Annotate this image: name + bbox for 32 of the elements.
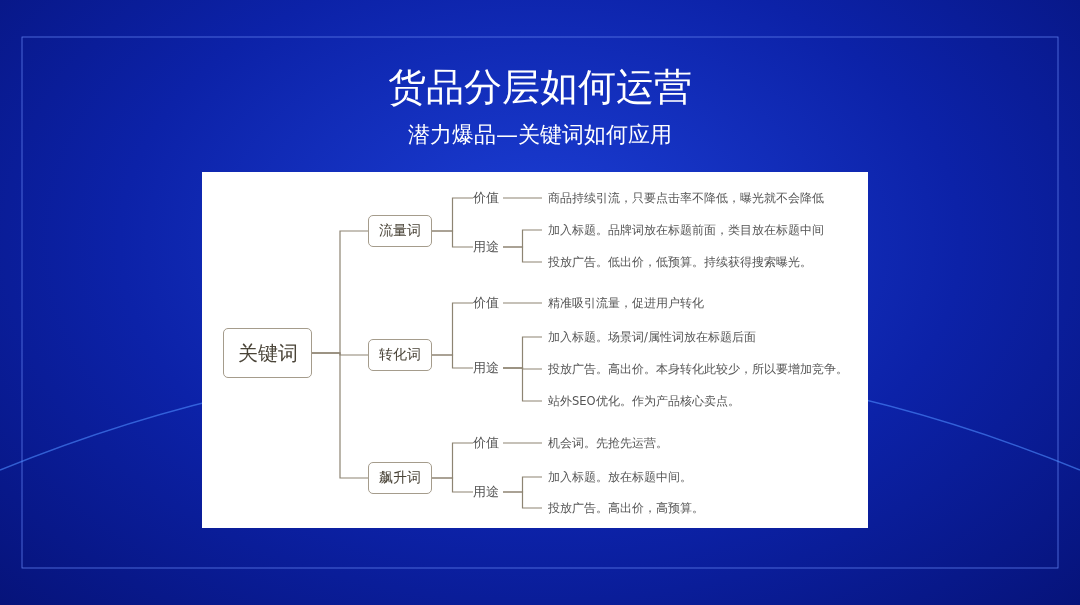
leaf-text: 商品持续引流，只要点击率不降低，曝光就不会降低 [548,189,824,207]
leaf-text: 精准吸引流量，促进用户转化 [548,294,704,312]
leaf-text: 机会词。先抢先运营。 [548,434,668,452]
branch-label: 价值 [473,189,499,207]
branch-label: 价值 [473,294,499,312]
connector-line [311,352,369,479]
subtitle: 潜力爆品—关键词如何应用 [407,121,673,149]
branch-label: 价值 [473,434,499,452]
branch-label: 用途 [473,238,499,256]
branch-box: 流量词 [368,215,432,247]
leaf-text: 投放广告。低出价，低预算。持续获得搜索曝光。 [548,253,812,271]
leaf-text: 加入标题。放在标题中间。 [548,468,692,486]
connector-line [502,491,543,509]
connector-line [502,302,543,304]
connector-line [502,246,543,263]
leaf-text: 投放广告。高出价。本身转化此较少，所以要增加竞争。 [548,360,848,378]
branch-label: 用途 [473,483,499,501]
branch-label: 用途 [473,359,499,377]
connector-line [502,442,543,444]
leaf-text: 站外SEO优化。作为产品核心卖点。 [548,392,740,410]
branch-box: 转化词 [368,339,432,371]
branch-box: 飙升词 [368,462,432,494]
connector-line [431,354,474,369]
connector-line [502,367,543,402]
leaf-text: 加入标题。场景词/属性词放在标题后面 [548,328,756,346]
leaf-text: 加入标题。品牌词放在标题前面，类目放在标题中间 [548,221,824,239]
title: 货品分层如何运营 [387,64,693,111]
connector-line [431,477,474,493]
leaf-text: 投放广告。高出价，高预算。 [548,499,704,517]
connector-line [431,230,474,248]
topic-box: 关键词 [223,328,312,378]
connector-line [502,197,543,199]
